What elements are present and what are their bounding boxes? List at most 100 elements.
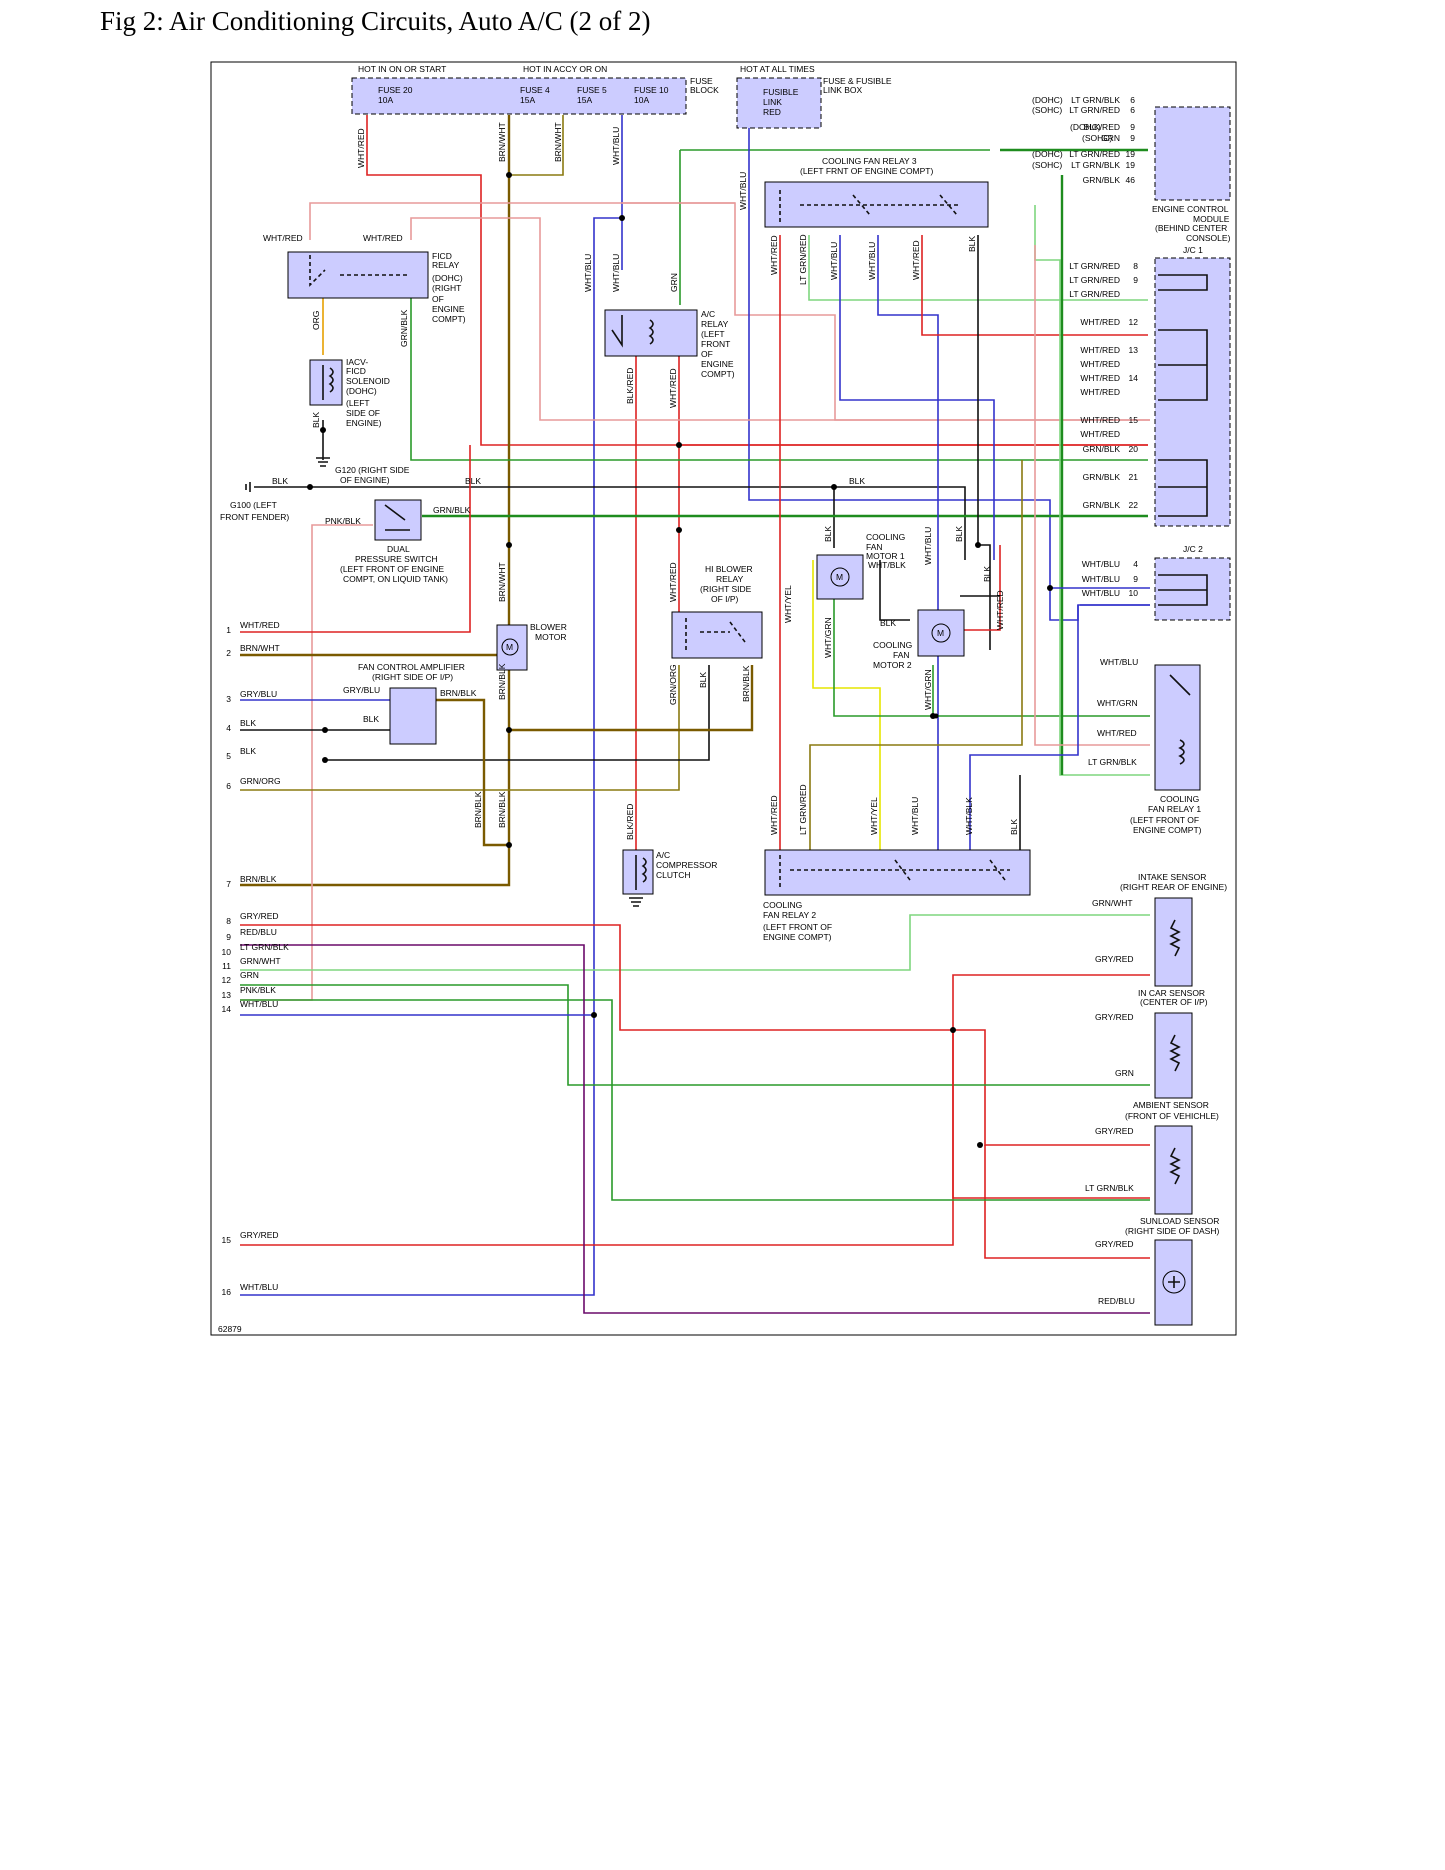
vlabel-whtyel: WHT/YEL	[783, 585, 793, 623]
left-pin-number: 2	[226, 648, 231, 658]
vlabel-bm-brnwht: BRN/WHT	[497, 562, 507, 602]
jc2-label: J/C 2	[1183, 544, 1203, 554]
vlabel-acr-whtred: WHT/RED	[668, 368, 678, 408]
ecm-label-2: MODULE	[1193, 214, 1230, 224]
jc1-pin-wire: WHT/RED	[1080, 359, 1120, 369]
jc1-pin-wire: WHT/RED	[1080, 415, 1120, 425]
vlabel-cfr3-whtred: WHT/RED	[769, 235, 779, 275]
hlabel-is-grnwht: GRN/WHT	[1092, 898, 1133, 908]
wire-layer	[240, 115, 1150, 1314]
hbr-label-3: (RIGHT SIDE	[700, 584, 752, 594]
ac-compressor-clutch: A/C COMPRESSOR CLUTCH	[622, 849, 717, 907]
vlabel-cfr2-whtblu: WHT/BLU	[910, 797, 920, 835]
cfr3-label-2: (LEFT FRNT OF ENGINE COMPT)	[800, 166, 933, 176]
ambient-sensor-label-2: (FRONT OF VEHICHLE)	[1125, 1111, 1219, 1121]
ecm-label-3: (BEHIND CENTER	[1155, 223, 1227, 233]
left-pin-wire: GRN/WHT	[240, 956, 281, 966]
jc1-pin-number: 14	[1129, 373, 1139, 383]
page-title: Fig 2: Air Conditioning Circuits, Auto A…	[100, 6, 651, 36]
left-pin-wire: WHT/BLU	[240, 1282, 278, 1292]
vlabel-acr-whtblu-1: WHT/BLU	[583, 254, 593, 292]
jc1-pin-wire: WHT/RED	[1080, 373, 1120, 383]
blower-motor-label-1: BLOWER	[530, 622, 567, 632]
fca-label-1: FAN CONTROL AMPLIFIER	[358, 662, 465, 672]
vlabel-whtgrn-2: WHT/GRN	[923, 669, 933, 710]
iacv-label-3: SOLENOID	[346, 376, 390, 386]
vlabel-acr-blkred: BLK/RED	[625, 368, 635, 404]
sunload-sensor-label-2: (RIGHT SIDE OF DASH)	[1125, 1226, 1219, 1236]
vlabel-m1-blk: BLK	[823, 526, 833, 542]
ecm-pin-wire: LT GRN/BLK	[1071, 95, 1120, 105]
ground-labels: G120 (RIGHT SIDE OF ENGINE) G100 (LEFT F…	[220, 465, 410, 522]
ecm-pin-wire: LT GRN/RED	[1069, 105, 1120, 115]
figure-id: 62879	[218, 1324, 242, 1334]
sunload-sensor: SUNLOAD SENSOR (RIGHT SIDE OF DASH)	[1125, 1216, 1219, 1326]
intake-sensor: INTAKE SENSOR (RIGHT REAR OF ENGINE)	[1120, 872, 1227, 987]
vlabel-acr-grn: GRN	[669, 273, 679, 292]
left-pin-number: 6	[226, 781, 231, 791]
left-pin-number: 7	[226, 879, 231, 889]
dps-label-3: (LEFT FRONT OF ENGINE	[340, 564, 444, 574]
hlabel-m2-blk: BLK	[880, 618, 896, 628]
hlabel-ficd-whtred-1: WHT/RED	[263, 233, 303, 243]
vlabel-acc-blkred: BLK/RED	[625, 804, 635, 840]
vertical-wire-labels: WHT/RED BRN/WHT BRN/WHT WHT/BLU WHT/BLU …	[311, 122, 1019, 840]
jc1-pin-wire: GRN/BLK	[1083, 472, 1121, 482]
ficd-label-5: OF	[432, 294, 444, 304]
jc2-pin-wire: WHT/BLU	[1082, 588, 1120, 598]
vlabel-hbr-grnorg: GRN/ORG	[668, 664, 678, 705]
hi-blower-relay: HI BLOWER RELAY (RIGHT SIDE OF I/P)	[671, 564, 763, 659]
power-label-accy: HOT IN ACCY OR ON	[523, 64, 607, 74]
left-pin-wire: BLK	[240, 746, 256, 756]
jc1-pin-number: 22	[1129, 500, 1139, 510]
ficd-label-7: COMPT)	[432, 314, 466, 324]
cooling-fan-motor-1: M COOLING FAN MOTOR 1	[816, 532, 905, 600]
jc1-pin-wire: LT GRN/RED	[1069, 275, 1120, 285]
ac-relay-label-1: A/C	[701, 309, 715, 319]
hlabel-ics-gryred: GRY/RED	[1095, 1012, 1134, 1022]
cfr1-label-4: ENGINE COMPT)	[1133, 825, 1202, 835]
jc2-pin-number: 9	[1133, 574, 1138, 584]
hbr-label-2: RELAY	[716, 574, 744, 584]
fca-label-2: (RIGHT SIDE OF I/P)	[372, 672, 453, 682]
ambient-sensor-label-1: AMBIENT SENSOR	[1133, 1100, 1209, 1110]
g120-label-2: OF ENGINE)	[340, 475, 390, 485]
cfr1-label-2: FAN RELAY 1	[1148, 804, 1201, 814]
ecm-pin-wire: GRN	[1101, 133, 1120, 143]
iacv-label-4: (DOHC)	[346, 386, 377, 396]
ficd-label-3: (DOHC)	[432, 273, 463, 283]
jc2-pin-wire: WHT/BLU	[1082, 559, 1120, 569]
left-pin-wire: BRN/WHT	[240, 643, 280, 653]
ficd-label-1: FICD	[432, 251, 452, 261]
in-car-sensor: IN CAR SENSOR (CENTER OF I/P)	[1138, 988, 1208, 1099]
motor-2-m: M	[937, 628, 944, 638]
left-pin-number: 16	[222, 1287, 232, 1297]
vlabel-fca-brnblk-1: BRN/BLK	[473, 791, 483, 828]
fuse-block-label-2: BLOCK	[690, 85, 719, 95]
hlabel-ss-redblu: RED/BLU	[1098, 1296, 1135, 1306]
iacv-ficd-solenoid: IACV- FICD SOLENOID (DOHC) (LEFT SIDE OF…	[309, 357, 390, 467]
jc1-pin-wire: LT GRN/RED	[1069, 289, 1120, 299]
hlabel-cfr1-whtblu: WHT/BLU	[1100, 657, 1138, 667]
fuse-20-label: FUSE 20	[378, 85, 413, 95]
cfr3-label-1: COOLING FAN RELAY 3	[822, 156, 917, 166]
cfm1-label-3: MOTOR 1	[866, 551, 905, 561]
left-pin-wire: LT GRN/BLK	[240, 942, 289, 952]
jc1-pin-wire: GRN/BLK	[1083, 500, 1121, 510]
hlabel-dps-grnblk: GRN/BLK	[433, 505, 471, 515]
cfm1-label-2: FAN	[866, 542, 883, 552]
iacv-label-6: SIDE OF	[346, 408, 380, 418]
blower-motor: M BLOWER MOTOR	[496, 622, 567, 671]
left-pin-wire: GRN	[240, 970, 259, 980]
left-pin-number: 1	[226, 625, 231, 635]
jc1-pin-wire: WHT/RED	[1080, 387, 1120, 397]
acc-label-1: A/C	[656, 850, 670, 860]
ecm-pin-wire: BLK/RED	[1084, 122, 1120, 132]
left-pin-number: 5	[226, 751, 231, 761]
jc1-pin-number: 21	[1129, 472, 1139, 482]
dps-label-2: PRESSURE SWITCH	[355, 554, 438, 564]
ac-relay-label-2: RELAY	[701, 319, 729, 329]
iacv-label-1: IACV-	[346, 357, 368, 367]
